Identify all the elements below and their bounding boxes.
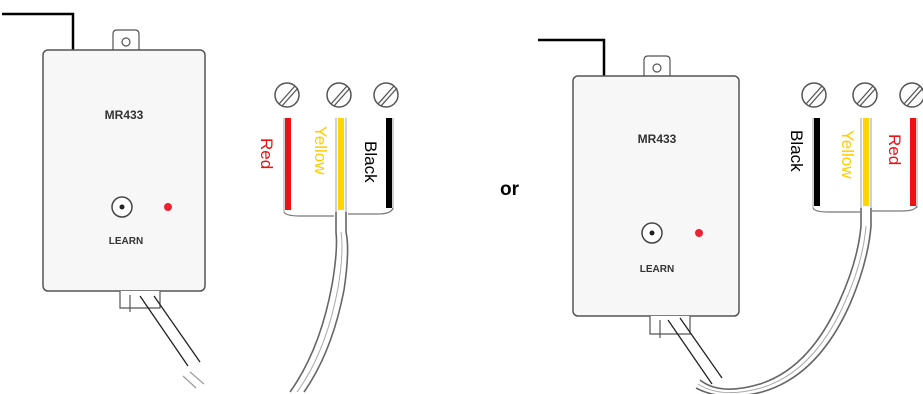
right-model-label: MR433 [638, 132, 677, 146]
left-receiver-cable [139, 295, 201, 367]
right-wire-label-2: Yellow [838, 130, 857, 179]
left-wire-label-3: Black [361, 141, 380, 183]
right-terminal-screws [801, 82, 923, 108]
left-diagram: MR433 LEARN [2, 12, 399, 393]
right-wire-label-3: Red [885, 134, 904, 165]
right-cable [695, 208, 872, 394]
left-receiver-box [42, 49, 206, 292]
left-status-led [164, 203, 172, 211]
left-antenna-wire [2, 12, 75, 50]
right-learn-button-dot [649, 230, 655, 236]
left-wire-junction [283, 207, 394, 217]
left-terminal-screws [274, 82, 399, 108]
left-wire-label-1: Red [257, 138, 276, 169]
left-learn-label: LEARN [109, 236, 143, 247]
right-receiver-cable [667, 317, 723, 385]
left-receiver-cable-end [182, 371, 205, 389]
left-model-label: MR433 [105, 108, 144, 122]
right-status-led [695, 229, 703, 237]
right-wire-label-1: Black [787, 130, 806, 172]
right-bottom-tab [649, 316, 691, 335]
left-mounting-hole [121, 37, 131, 47]
left-bottom-tab [119, 291, 161, 309]
right-receiver-box [572, 75, 740, 317]
or-separator: or [500, 179, 520, 200]
left-learn-button-dot [119, 204, 125, 210]
right-diagram: MR433 LEARN Black Yellow Red [538, 38, 923, 394]
right-learn-label: LEARN [640, 264, 674, 275]
left-wire-label-2: Yellow [311, 126, 330, 175]
right-wire-junction [812, 205, 918, 213]
left-cable [289, 212, 349, 393]
right-mounting-hole [652, 63, 662, 73]
right-antenna-wire [538, 38, 606, 76]
